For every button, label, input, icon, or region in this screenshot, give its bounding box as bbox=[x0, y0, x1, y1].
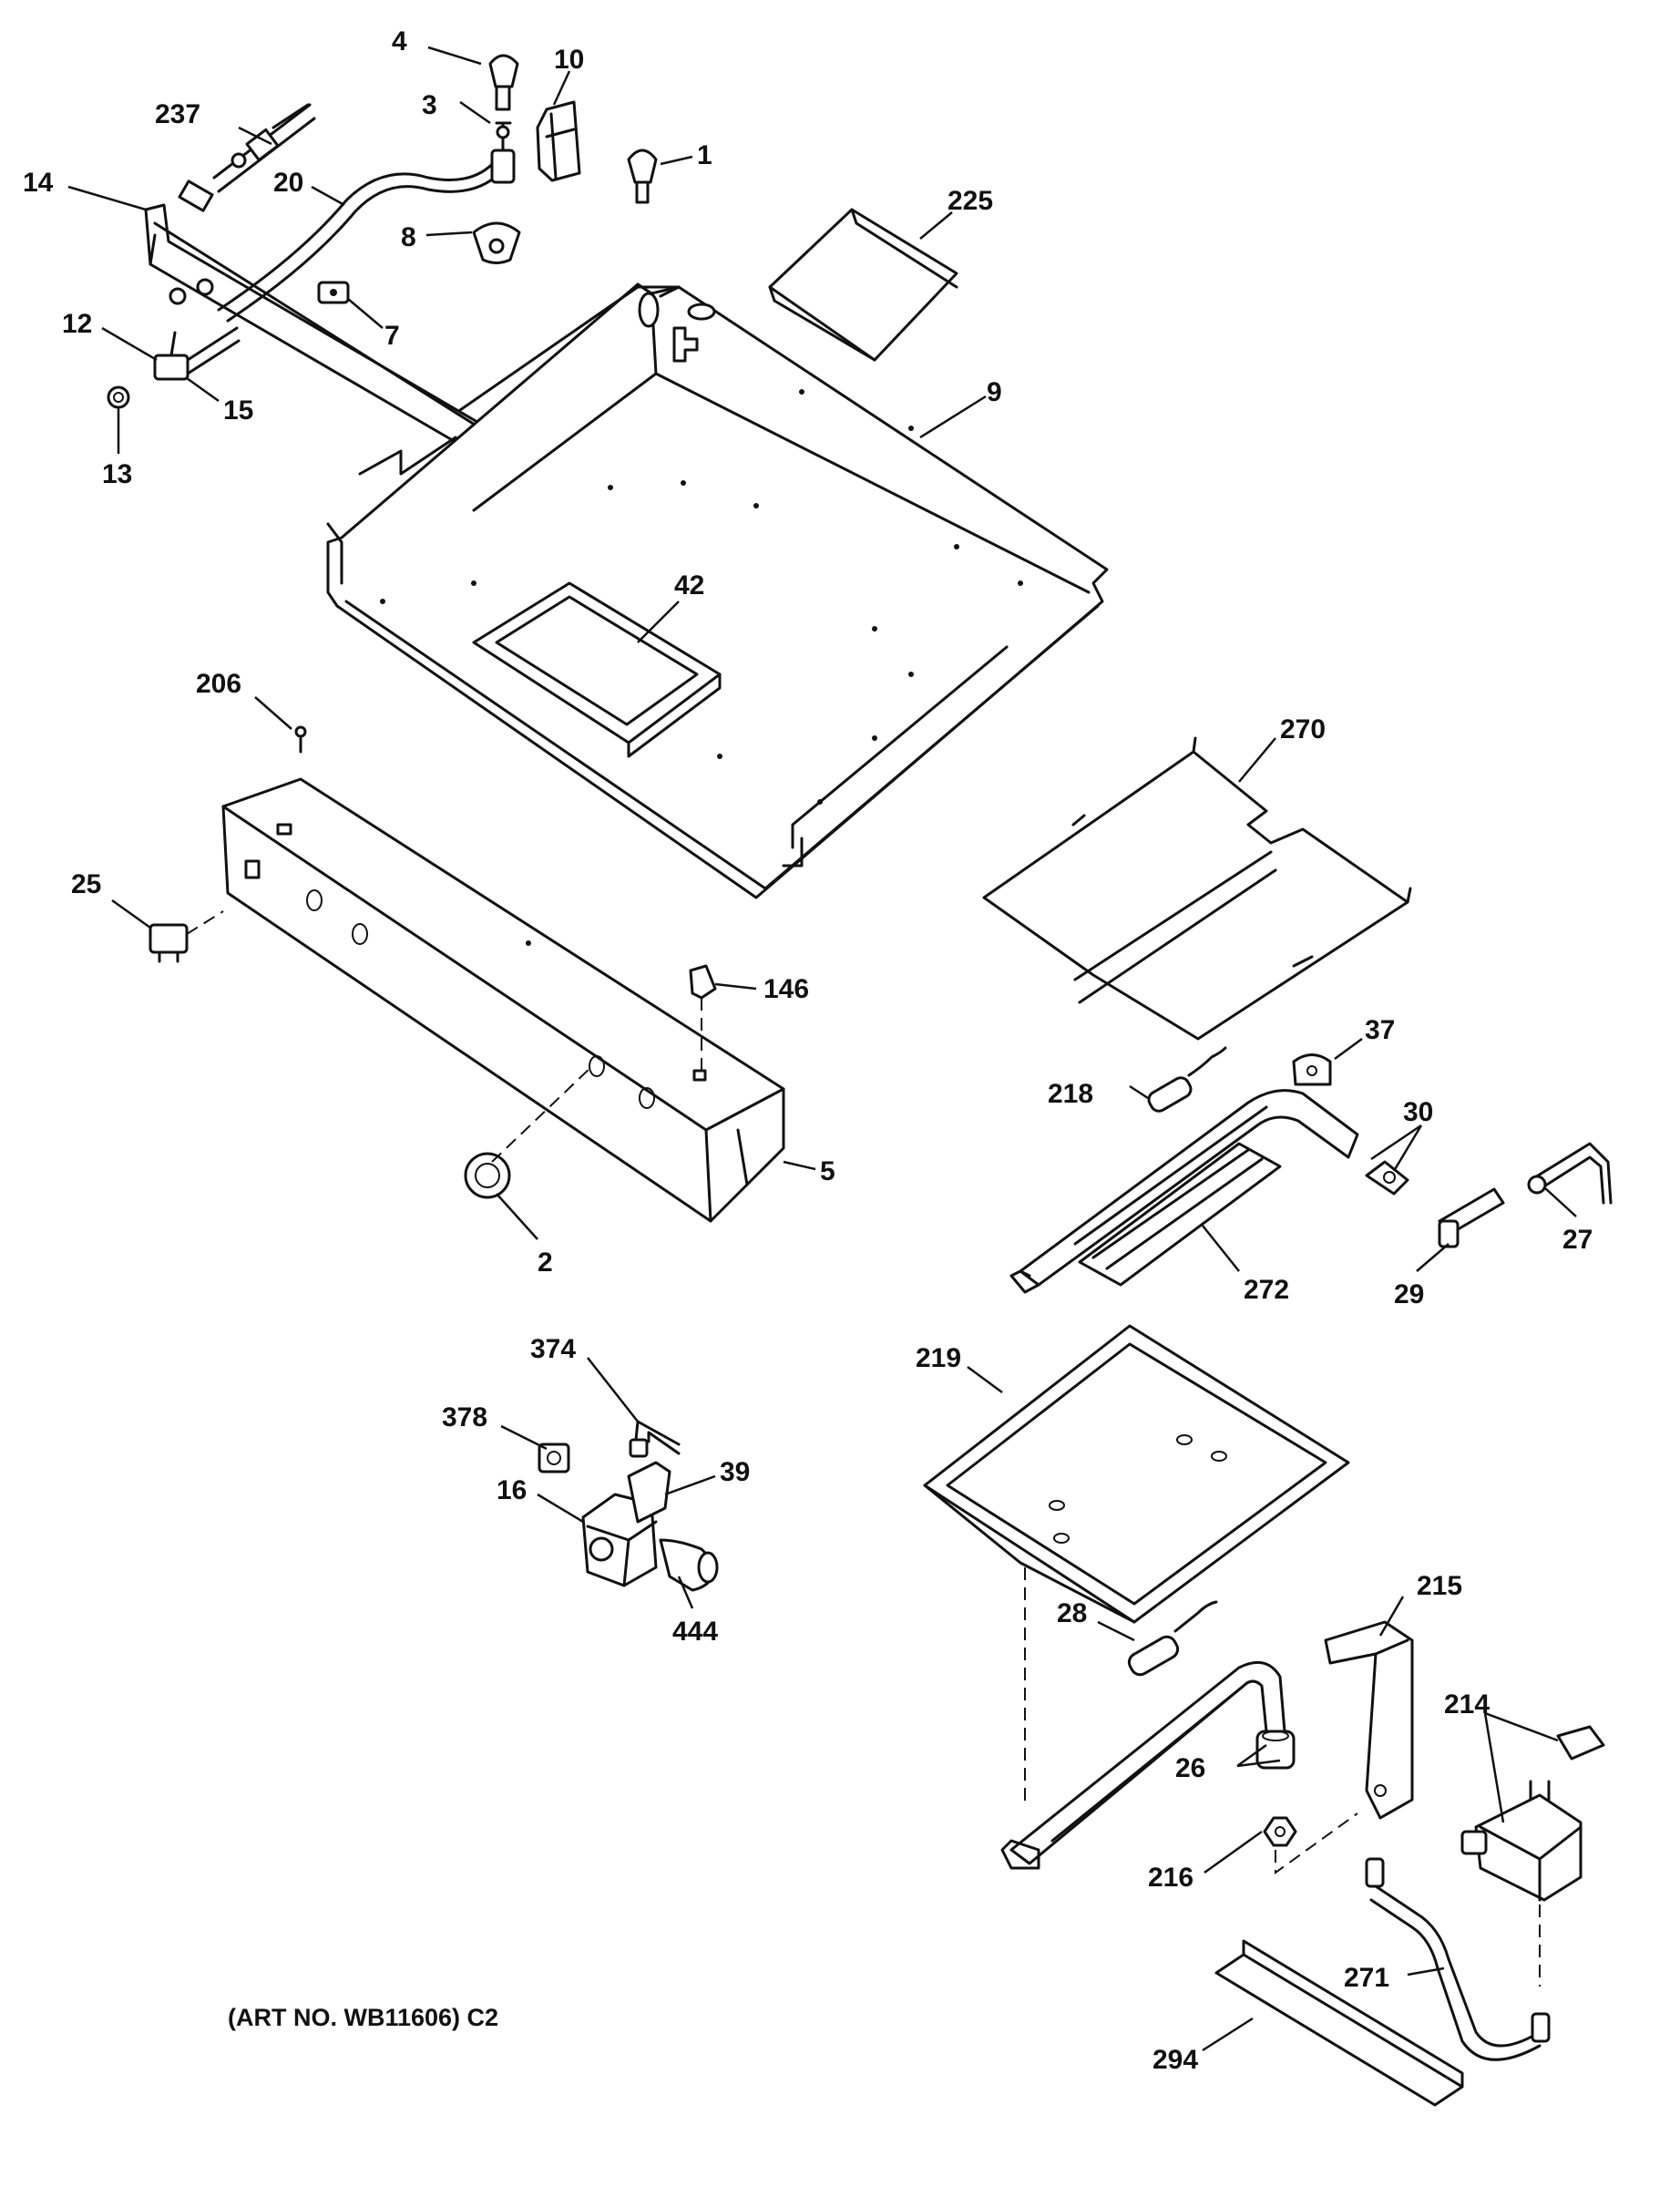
callout-378: 378 bbox=[442, 1402, 487, 1432]
callout-444: 444 bbox=[672, 1617, 718, 1647]
callout-27: 27 bbox=[1562, 1225, 1593, 1255]
callout-206: 206 bbox=[196, 669, 241, 699]
axis-216 bbox=[1275, 1812, 1358, 1874]
callout-10: 10 bbox=[554, 45, 584, 75]
gas-tube-27 bbox=[1527, 1142, 1613, 1205]
callout-14: 14 bbox=[23, 168, 54, 198]
callout-271: 271 bbox=[1344, 1963, 1389, 1993]
bottom-plate-219 bbox=[923, 1324, 1350, 1624]
callout-8: 8 bbox=[401, 222, 416, 252]
callout-37: 37 bbox=[1365, 1015, 1395, 1045]
callout-13: 13 bbox=[102, 459, 132, 489]
callout-215: 215 bbox=[1417, 1571, 1462, 1601]
callout-146: 146 bbox=[763, 974, 809, 1004]
shield-270 bbox=[982, 736, 1412, 1041]
callout-272: 272 bbox=[1244, 1275, 1289, 1305]
clamp-8 bbox=[472, 221, 521, 264]
valve-12-15 bbox=[153, 326, 241, 381]
clip-146 bbox=[689, 964, 717, 1000]
callout-39: 39 bbox=[720, 1457, 750, 1487]
clip-7 bbox=[317, 281, 350, 304]
nut-216 bbox=[1263, 1816, 1297, 1847]
knob-2 bbox=[464, 1152, 511, 1199]
callout-216: 216 bbox=[1148, 1863, 1193, 1893]
callout-5: 5 bbox=[820, 1156, 835, 1186]
callout-25: 25 bbox=[71, 869, 101, 899]
tube-374 bbox=[629, 1420, 681, 1458]
panel-225 bbox=[768, 208, 958, 362]
nut-13 bbox=[107, 385, 130, 409]
callout-numbers: 4 10 237 3 1 14 20 8 225 7 12 15 13 9 42… bbox=[23, 26, 1593, 2075]
burner-tube bbox=[1009, 1089, 1359, 1294]
valve-214 bbox=[1460, 1725, 1605, 1902]
callout-294: 294 bbox=[1152, 2045, 1198, 2075]
front-panel-5 bbox=[221, 777, 785, 1223]
knob-1 bbox=[627, 149, 658, 204]
bracket-10 bbox=[536, 100, 581, 182]
pilot-tube-20 bbox=[217, 158, 506, 323]
art-number-caption: (ART NO. WB11606) C2 bbox=[228, 2004, 498, 2031]
callout-4: 4 bbox=[392, 26, 407, 56]
callout-28: 28 bbox=[1057, 1598, 1087, 1628]
axis-2 bbox=[491, 1065, 593, 1163]
axis-25 bbox=[186, 910, 224, 935]
callout-12: 12 bbox=[62, 309, 92, 339]
vent-frame-42 bbox=[472, 581, 722, 758]
shutter-26 bbox=[1255, 1730, 1296, 1770]
callout-214: 214 bbox=[1444, 1689, 1490, 1720]
orifice-29 bbox=[1438, 1187, 1505, 1248]
callout-270: 270 bbox=[1280, 714, 1326, 744]
burner-box-9 bbox=[326, 282, 1109, 899]
callout-7: 7 bbox=[384, 321, 400, 351]
callout-29: 29 bbox=[1394, 1279, 1424, 1309]
fitting-378 bbox=[538, 1443, 570, 1473]
callout-1: 1 bbox=[697, 140, 712, 170]
callout-225: 225 bbox=[948, 186, 993, 216]
callout-16: 16 bbox=[497, 1475, 527, 1505]
callout-9: 9 bbox=[987, 377, 1002, 407]
bracket-215 bbox=[1324, 1620, 1414, 1820]
leader-lines bbox=[67, 46, 1577, 2052]
channel-294 bbox=[1214, 1939, 1464, 2107]
bracket-37 bbox=[1292, 1053, 1332, 1086]
knob-4 bbox=[488, 54, 519, 111]
pipe-fitting-237 bbox=[212, 103, 316, 193]
callout-2: 2 bbox=[538, 1248, 553, 1278]
callout-219: 219 bbox=[916, 1343, 961, 1373]
callout-42: 42 bbox=[674, 570, 704, 601]
switch-25 bbox=[149, 923, 189, 963]
callout-20: 20 bbox=[273, 168, 303, 198]
screw-206 bbox=[294, 725, 307, 754]
callout-3: 3 bbox=[422, 90, 437, 120]
valve-3 bbox=[490, 121, 516, 184]
callout-237: 237 bbox=[155, 99, 200, 129]
gas-tube-271 bbox=[1365, 1857, 1551, 2061]
callout-30: 30 bbox=[1403, 1097, 1433, 1127]
shutter-30 bbox=[1365, 1160, 1409, 1196]
elbow-444 bbox=[659, 1538, 719, 1592]
callout-15: 15 bbox=[223, 395, 253, 426]
igniter-218 bbox=[1147, 1046, 1227, 1113]
callout-374: 374 bbox=[530, 1334, 576, 1364]
burner-plate-272 bbox=[1078, 1142, 1282, 1287]
regulator-16 bbox=[581, 1461, 671, 1587]
igniter-28 bbox=[1127, 1600, 1218, 1677]
callout-218: 218 bbox=[1048, 1079, 1093, 1109]
callout-26: 26 bbox=[1175, 1753, 1205, 1783]
